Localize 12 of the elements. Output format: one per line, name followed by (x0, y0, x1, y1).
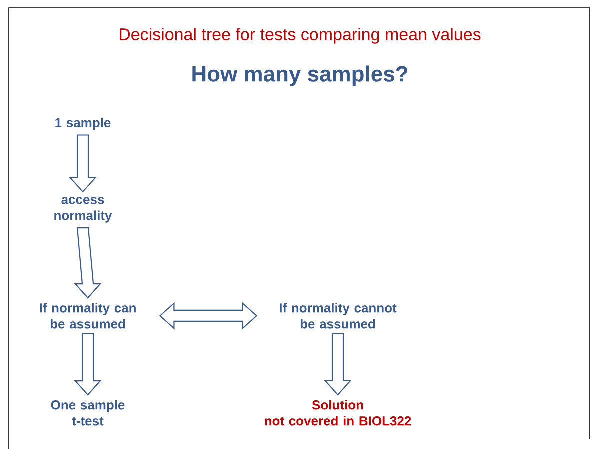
heading: How many samples? (192, 66, 408, 86)
block-arrow (74, 333, 102, 396)
node-text: If normality can be assumed (40, 303, 136, 329)
node-text: Solution not covered in BIOL322 (265, 400, 412, 426)
block-arrow (74, 227, 102, 299)
block-arrow (324, 333, 352, 396)
node-text: If normality cannot be assumed (280, 303, 397, 329)
node-text: One sample t-test (51, 400, 125, 426)
title: Decisional tree for tests comparing mean values (120, 28, 481, 44)
node-text: 1 sample (56, 118, 111, 130)
block-arrow (69, 134, 97, 193)
node-text: access normality (54, 197, 112, 223)
